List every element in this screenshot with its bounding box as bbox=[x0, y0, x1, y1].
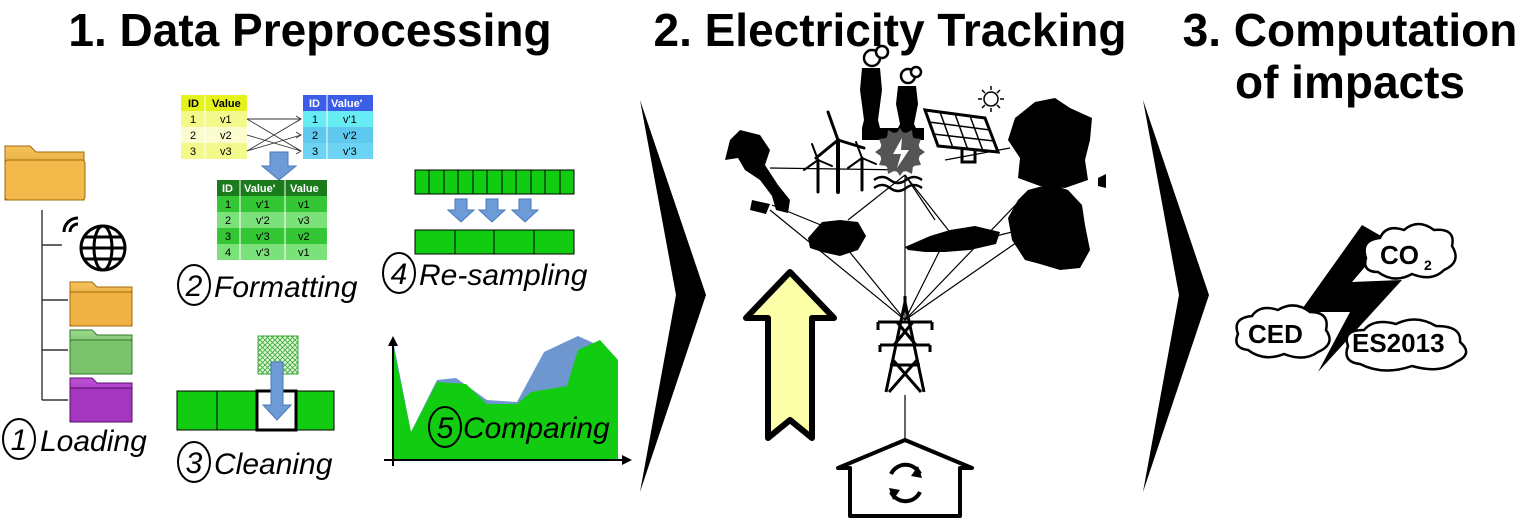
step-comparing: 5 Comparing bbox=[428, 406, 610, 448]
folder-icon-green bbox=[69, 329, 133, 375]
switzerland-map-icon bbox=[808, 220, 866, 256]
table-cell: v3 bbox=[298, 215, 310, 227]
comparing-chart bbox=[384, 336, 632, 466]
table-cell: v1 bbox=[220, 114, 232, 126]
es2013-label: ES2013 bbox=[1352, 328, 1445, 358]
folder-icon bbox=[4, 145, 86, 201]
table-cell: 3 bbox=[190, 146, 196, 158]
table-cell: v'3 bbox=[343, 146, 357, 158]
step-label: Formatting bbox=[214, 271, 358, 304]
table-cell: v'1 bbox=[256, 199, 270, 211]
lightning-icon bbox=[1300, 225, 1402, 372]
step-label: Comparing bbox=[463, 412, 610, 445]
cloud-es2013: ES2013 bbox=[1345, 318, 1468, 372]
cloud-ced: CED bbox=[1235, 304, 1331, 359]
table-header: Value bbox=[212, 98, 241, 110]
table-cell: v2 bbox=[298, 231, 310, 243]
table-header: ID bbox=[309, 98, 320, 110]
section-title-tracking: 2. Electricity Tracking bbox=[653, 4, 1126, 56]
step-loading: 1 Loading bbox=[2, 418, 147, 460]
table-cell: 1 bbox=[312, 114, 318, 126]
austria-map-icon bbox=[905, 226, 1000, 252]
pylon-icon bbox=[876, 296, 934, 393]
sun-icon bbox=[978, 86, 1004, 112]
section-title-preprocessing: 1. Data Preprocessing bbox=[68, 4, 551, 56]
table-cell: v'2 bbox=[256, 215, 270, 227]
step-number: 2 bbox=[185, 270, 203, 303]
table-cell: 2 bbox=[312, 130, 318, 142]
folder-tree-lines bbox=[41, 210, 68, 401]
table-cell: v'2 bbox=[343, 130, 357, 142]
germany-map-icon bbox=[1008, 174, 1106, 270]
step-number: 5 bbox=[437, 412, 454, 445]
step-number: 3 bbox=[186, 447, 203, 480]
table-header: ID bbox=[188, 98, 199, 110]
resampling-bar-fine bbox=[414, 169, 575, 195]
table-cell: 2 bbox=[190, 130, 196, 142]
table-cell: 4 bbox=[225, 247, 231, 259]
table-merged: ID Value' Value 1 v'1 v1 2 v'2 v3 3 v'3 … bbox=[217, 180, 327, 260]
cleaning-arrow-icon bbox=[261, 361, 293, 421]
cleaning-bar bbox=[176, 389, 335, 432]
table-cell: 1 bbox=[225, 199, 231, 211]
network-lines bbox=[769, 140, 1061, 440]
join-lines bbox=[246, 115, 302, 155]
table-cell: v'3 bbox=[256, 231, 270, 243]
hydro-icon bbox=[873, 128, 925, 193]
cloud-co2: CO 2 bbox=[1363, 222, 1457, 280]
step-resampling: 4 Re-sampling bbox=[382, 252, 588, 294]
table-cell: v1 bbox=[298, 199, 310, 211]
chevron-divider-2 bbox=[1143, 100, 1209, 492]
table-cell: 1 bbox=[190, 114, 196, 126]
folder-icon-purple bbox=[69, 377, 133, 423]
table-cell: v3 bbox=[220, 146, 232, 158]
co2-subscript: 2 bbox=[1424, 257, 1432, 273]
consumption-up-arrow bbox=[743, 269, 837, 441]
table-a: ID Value 1 v1 2 v2 3 v3 bbox=[181, 95, 247, 159]
step-cleaning: 3 Cleaning bbox=[177, 441, 333, 483]
table-cell: 3 bbox=[225, 231, 231, 243]
ced-label: CED bbox=[1248, 319, 1303, 349]
table-cell: 3 bbox=[312, 146, 318, 158]
power-plant-icon bbox=[860, 44, 924, 140]
step-label: Re-sampling bbox=[419, 259, 588, 292]
step-label: Cleaning bbox=[214, 448, 333, 481]
resampling-arrows bbox=[446, 198, 540, 223]
wind-turbine-icon bbox=[803, 110, 877, 194]
table-cell: v1 bbox=[298, 247, 310, 259]
folder-icon bbox=[69, 281, 133, 327]
co2-label: CO bbox=[1380, 240, 1419, 270]
table-b: ID Value' 1 v'1 2 v'2 3 v'3 bbox=[303, 95, 373, 159]
italy-map-icon bbox=[725, 130, 790, 214]
step-number: 4 bbox=[391, 258, 408, 291]
table-header: Value bbox=[290, 183, 319, 195]
table-cell: v2 bbox=[220, 130, 232, 142]
step-label: Loading bbox=[40, 425, 147, 458]
chevron-divider-1 bbox=[640, 100, 706, 492]
step-number: 1 bbox=[11, 424, 28, 457]
france-map-icon bbox=[1008, 98, 1092, 188]
solar-panel-icon bbox=[922, 108, 1001, 164]
resampling-bar-coarse bbox=[414, 229, 575, 255]
globe-wifi-icon bbox=[62, 216, 127, 272]
table-header: Value' bbox=[244, 183, 276, 195]
table-header: ID bbox=[222, 183, 233, 195]
section-title-impacts-line2: of impacts bbox=[1235, 56, 1465, 108]
table-cell: v'3 bbox=[256, 247, 270, 259]
section-title-impacts-line1: 3. Computation bbox=[1183, 4, 1518, 56]
house-cycle-icon bbox=[836, 438, 974, 518]
merge-arrow-icon bbox=[260, 151, 298, 181]
step-formatting: 2 Formatting bbox=[177, 264, 358, 306]
table-cell: 2 bbox=[225, 215, 231, 227]
comparing-series-green bbox=[393, 340, 618, 460]
table-header: Value' bbox=[331, 98, 363, 110]
table-cell: v'1 bbox=[343, 114, 357, 126]
